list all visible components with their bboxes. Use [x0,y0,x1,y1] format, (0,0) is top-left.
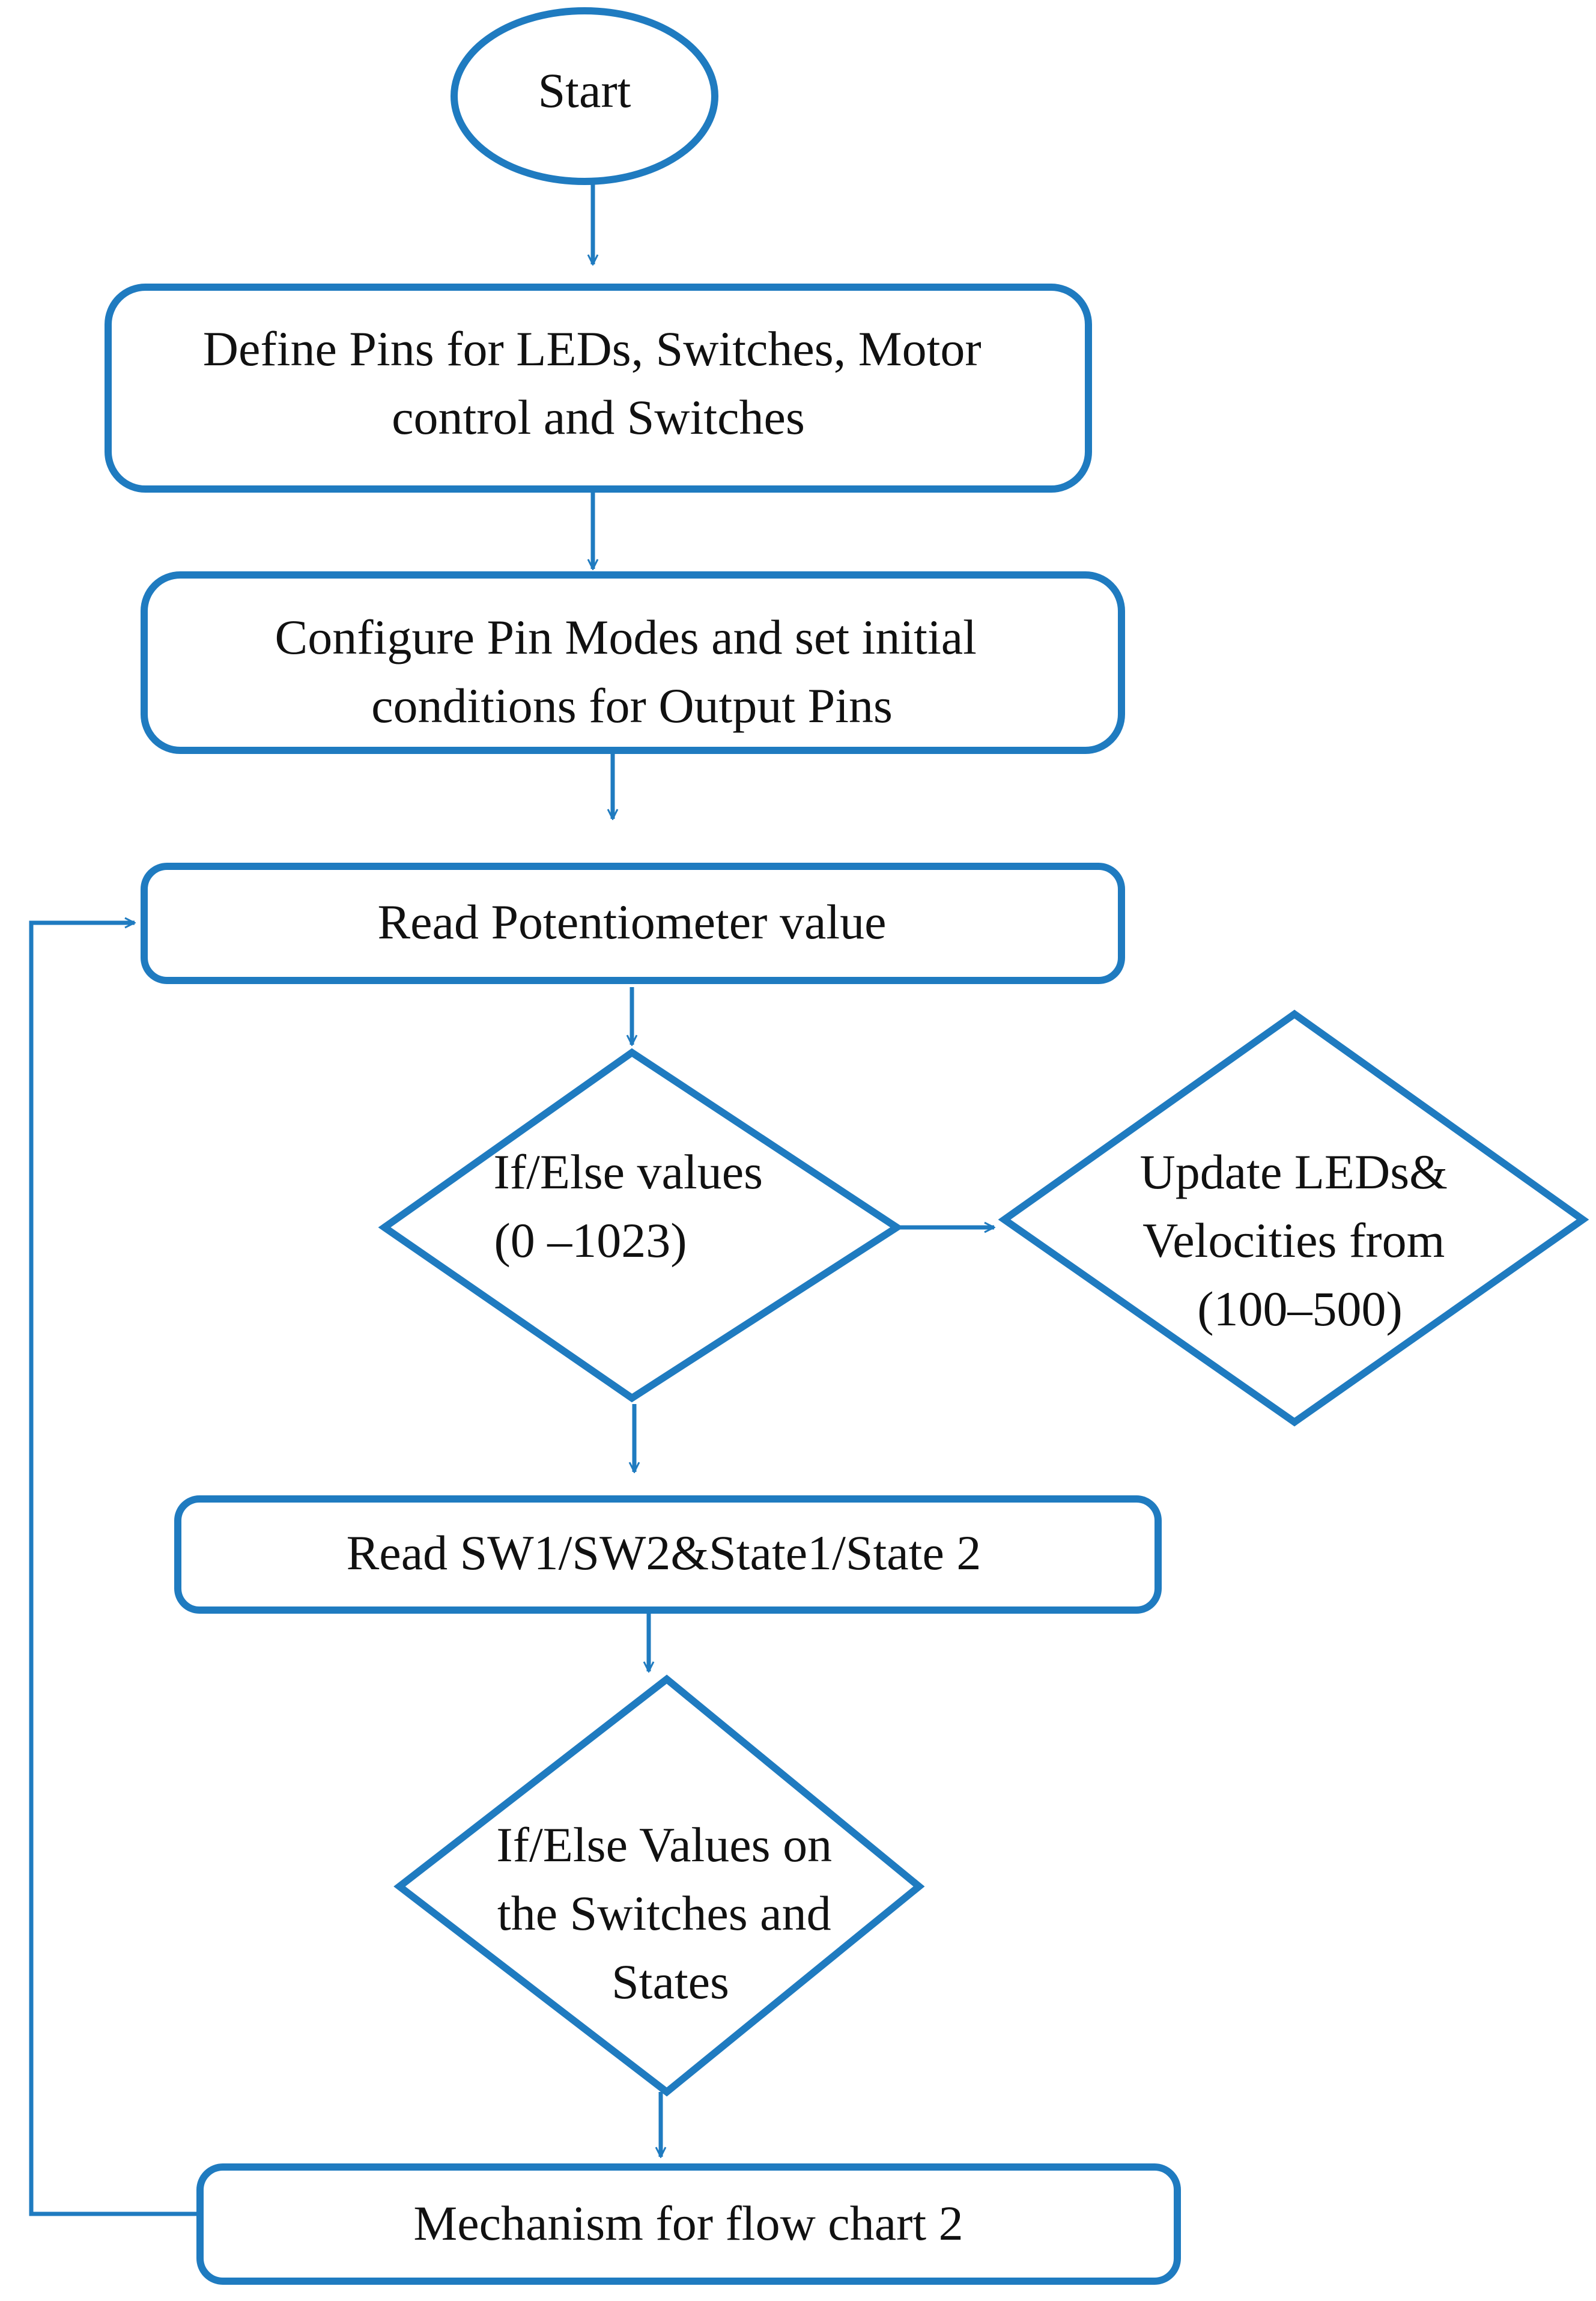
svg-text:Start: Start [538,63,631,118]
loop-back-arrow [29,923,200,2216]
update-leds-line-2: Velocities from [1142,1213,1445,1268]
read-switches-box: Read SW1/SW2&State1/State 2 [174,1495,1162,1614]
define-pins-line-2: control and Switches [392,390,805,445]
svg-text:Read Potentiometer value: Read Potentiometer value [377,895,886,949]
update-leds-decision: Update LEDs& Velocities from (100–500) [998,1009,1589,1427]
define-pins-box: Define Pins for LEDs, Switches, Motor co… [105,284,1092,493]
read-potentiometer-box: Read Potentiometer value [141,863,1125,984]
mechanism-label: Mechanism for flow chart 2 [413,2196,963,2251]
svg-text:Read SW1/SW2&State1/State 2: Read SW1/SW2&State1/State 2 [347,1525,982,1580]
define-pins-line-1: Define Pins for LEDs, Switches, Motor [203,321,982,376]
ifelse-values-decision: If/Else values (0 –1023) [378,1048,903,1403]
svg-text:Mechanism for flow chart 2: Mechanism for flow chart 2 [413,2196,963,2251]
mechanism-box: Mechanism for flow chart 2 [196,2163,1181,2285]
configure-pins-line-1: Configure Pin Modes and set initial [275,610,977,664]
ifelse-switches-line-2: the Switches and [497,1886,831,1941]
read-potentiometer-label: Read Potentiometer value [377,895,886,949]
configure-pins-box: Configure Pin Modes and set initial cond… [141,571,1125,754]
start-label: Start [538,63,631,118]
ifelse-values-line-2: (0 –1023) [494,1213,687,1268]
start-node: Start [451,7,718,185]
svg-text:Configure Pin Modes and set in: Configure Pin Modes and set initial cond… [275,610,989,733]
svg-text:If/Else Values on the Sw: If/Else Values on the Switches and State… [496,1817,844,2009]
ifelse-switches-line-3: States [611,1954,729,2009]
ifelse-values-line-1: If/Else values [493,1144,763,1199]
ifelse-switches-line-1: If/Else Values on [496,1817,832,1872]
update-leds-line-3: (100–500) [1197,1281,1403,1336]
svg-text:Update LEDs& Velocities: Update LEDs& Velocities from (100–500) [1140,1144,1460,1336]
update-leds-line-1: Update LEDs& [1140,1144,1448,1199]
configure-pins-line-2: conditions for Output Pins [371,678,893,733]
svg-text:Define Pins for LEDs, Switches: Define Pins for LEDs, Switches, Motor co… [203,321,994,445]
read-switches-label: Read SW1/SW2&State1/State 2 [347,1525,982,1580]
ifelse-switches-decision: If/Else Values on the Switches and State… [393,1674,925,2097]
svg-text:If/Else values (0 –1023): If/Else values (0 –1023) [493,1144,775,1268]
